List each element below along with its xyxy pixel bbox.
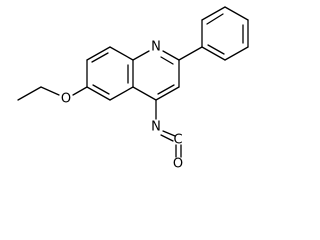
bond-ph5-ph6 bbox=[224, 46, 249, 61]
bond-c5-c4a bbox=[109, 86, 134, 101]
structure-canvas: N O N C O bbox=[0, 0, 267, 182]
background bbox=[0, 0, 267, 182]
ether-oxygen-label: O bbox=[61, 92, 71, 107]
benzo-ring bbox=[86, 46, 134, 101]
bond-c6-o bbox=[72, 86, 88, 96]
double-bond-ph2-ph3 bbox=[206, 13, 224, 25]
bond-n-c-upper bbox=[162, 130, 176, 137]
double-bond-c6-c5 bbox=[92, 84, 110, 95]
bond-ph6-ph1 bbox=[201, 46, 226, 61]
carbonyl-oxygen-label: O bbox=[173, 157, 183, 172]
bond-n1-c2 bbox=[162, 50, 180, 61]
ring-nitrogen-label: N bbox=[151, 40, 161, 55]
bond-c8a-n1 bbox=[132, 50, 150, 61]
bond-ph2-ph3 bbox=[201, 6, 226, 21]
double-bond-c8-c7 bbox=[91, 52, 109, 63]
bond-o-ch2 bbox=[40, 86, 60, 96]
bond-c6-c5 bbox=[86, 86, 111, 101]
bond-c2-phenyl bbox=[178, 46, 203, 61]
phenyl-ring bbox=[178, 6, 249, 61]
bond-c8a-c8 bbox=[109, 46, 134, 61]
isocyanate-group bbox=[155, 99, 182, 158]
carbonyl-carbon-label: C bbox=[173, 133, 182, 148]
double-bond-ph6-ph1 bbox=[207, 44, 225, 55]
double-bond-c3-c4 bbox=[157, 84, 175, 95]
pyridine-ring bbox=[132, 50, 180, 101]
bond-n-c-lower bbox=[160, 134, 174, 142]
isocyanate-nitrogen-label: N bbox=[151, 120, 161, 135]
ethoxy-group bbox=[17, 86, 88, 101]
bond-ch2-ch3 bbox=[17, 86, 42, 101]
bond-c3-c4 bbox=[155, 86, 180, 101]
bond-c4-c4a bbox=[132, 86, 157, 101]
bond-c8-c7 bbox=[86, 46, 111, 61]
double-bond-n1-c2 bbox=[160, 56, 174, 65]
bond-ph3-ph4 bbox=[224, 6, 249, 21]
